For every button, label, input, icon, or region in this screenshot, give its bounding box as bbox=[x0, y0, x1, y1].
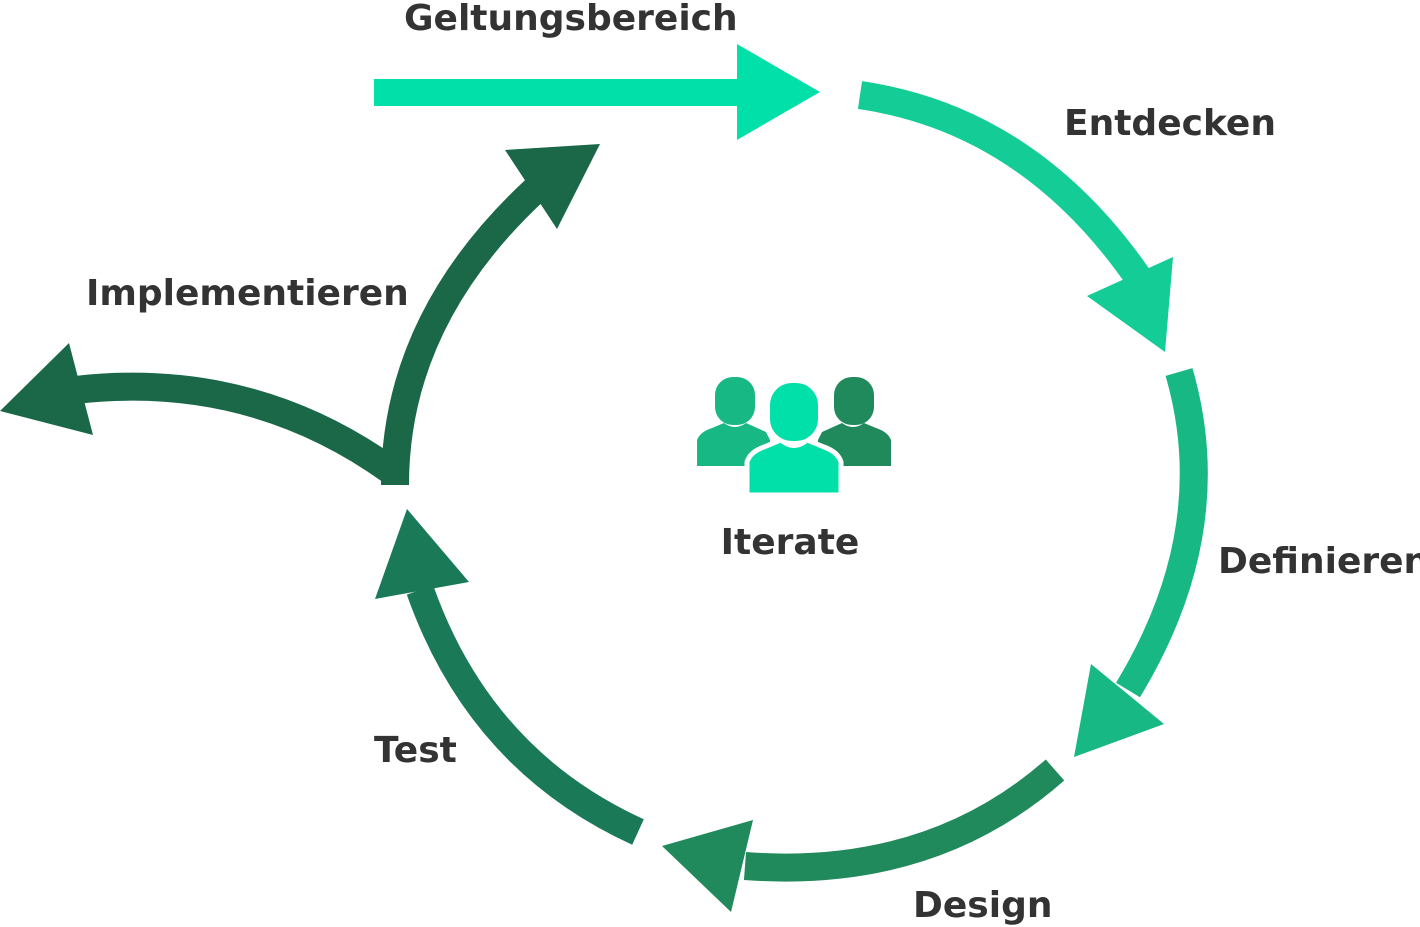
arrow-design-shaft bbox=[743, 759, 1065, 882]
arrow-test-head bbox=[375, 509, 469, 599]
label-design: Design bbox=[913, 885, 1052, 926]
arrow-geltungsbereich-head bbox=[737, 44, 820, 140]
arrow-entdecken-shaft bbox=[857, 81, 1152, 288]
arrow-definieren bbox=[1074, 368, 1208, 757]
group-of-people-icon bbox=[697, 377, 891, 498]
arrow-design bbox=[662, 759, 1065, 912]
arrow-entdecken bbox=[857, 81, 1173, 352]
person-center-icon bbox=[744, 378, 844, 498]
arrow-definieren-head bbox=[1074, 664, 1164, 757]
arrow-design-head bbox=[662, 820, 753, 912]
arrow-definieren-shaft bbox=[1116, 368, 1208, 698]
arrow-implementieren bbox=[0, 144, 600, 486]
center-label-iterate: Iterate bbox=[721, 522, 860, 563]
arrow-geltungsbereich-shaft bbox=[374, 79, 740, 106]
label-definieren: Definieren bbox=[1218, 541, 1420, 582]
arrow-implementieren-left-shaft bbox=[73, 372, 399, 482]
arrow-implementieren-left-head bbox=[0, 343, 93, 435]
arrow-implementieren-up-head bbox=[505, 144, 600, 229]
label-entdecken: Entdecken bbox=[1064, 103, 1276, 144]
arrow-entdecken-head bbox=[1087, 257, 1173, 352]
arrow-test bbox=[375, 509, 644, 845]
label-geltungsbereich: Geltungsbereich bbox=[404, 0, 738, 39]
arrow-implementieren-up-shaft bbox=[381, 179, 545, 486]
label-implementieren: Implementieren bbox=[86, 273, 409, 314]
label-test: Test bbox=[374, 730, 457, 771]
arrow-geltungsbereich bbox=[374, 44, 820, 140]
arrow-test-shaft bbox=[406, 585, 644, 845]
